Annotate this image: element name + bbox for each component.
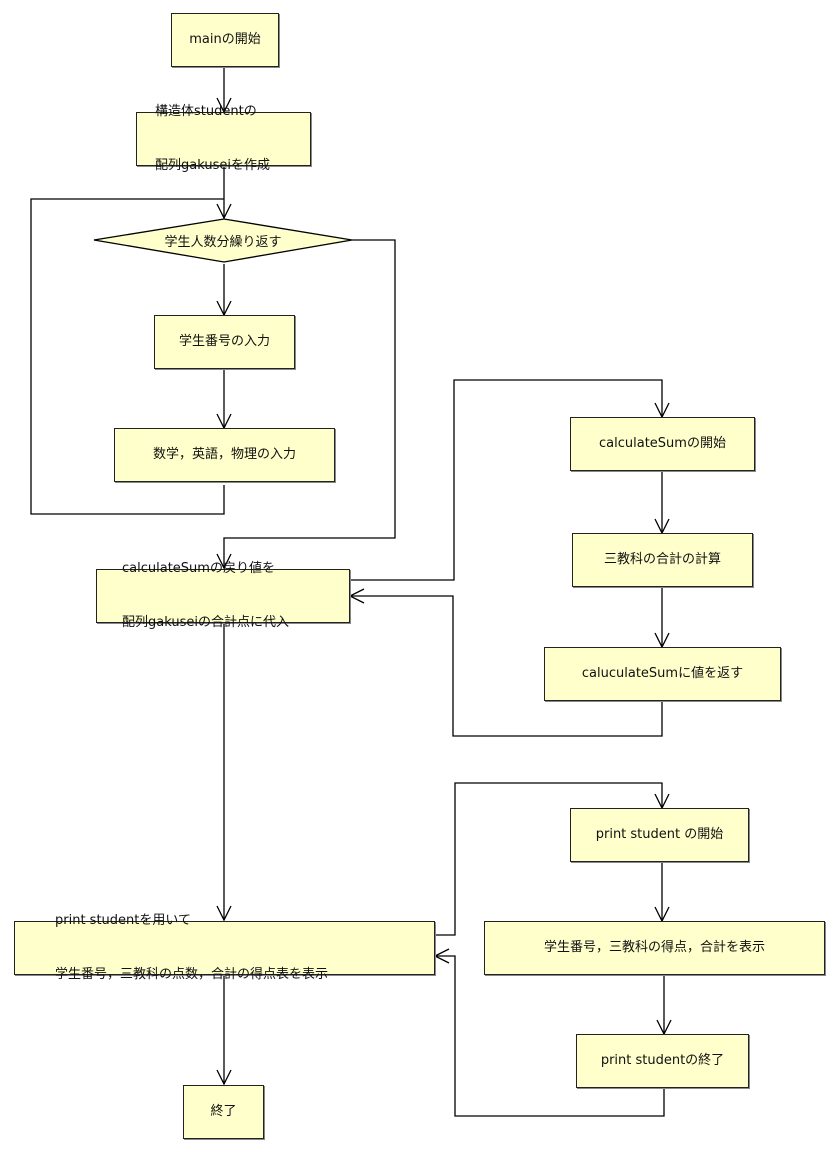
- arrowhead: [216, 203, 232, 220]
- edge-print-return: [435, 955, 665, 1117]
- node-input-id-label: 学生番号の入力: [178, 334, 270, 349]
- node-print-call-line1: print studentを用いて: [55, 913, 191, 928]
- node-create-array: 構造体studentの 配列gakuseiを作成: [136, 104, 311, 173]
- node-print-end: print studentの終了: [576, 1034, 749, 1088]
- arrowhead: [216, 553, 232, 570]
- node-print-start: print student の開始: [570, 808, 749, 862]
- edge-return-to-assign: [350, 595, 663, 737]
- node-main-start: mainの開始: [171, 13, 279, 67]
- node-calc-total-label: 三教科の合計の計算: [603, 552, 721, 567]
- node-calc-start-label: calculateSumの開始: [599, 436, 726, 451]
- node-assign-sum: calculateSumの戻り値を 配列gakuseiの合計点に代入: [96, 561, 350, 630]
- arrowhead: [348, 588, 365, 604]
- node-end-label: 終了: [210, 1104, 237, 1119]
- node-assign-sum-line1: calculateSumの戻り値を: [122, 561, 275, 576]
- node-print-start-label: print student の開始: [595, 827, 724, 842]
- node-print-call: print studentを用いて 学生番号，三教科の点数，合計の得点表を表示: [14, 913, 435, 982]
- node-end: 終了: [183, 1085, 264, 1139]
- node-input-scores-label: 数学，英語，物理の入力: [152, 447, 296, 462]
- node-print-end-label: print studentの終了: [600, 1053, 725, 1068]
- edge-call-print-student: [435, 782, 663, 936]
- arrowhead: [216, 1069, 232, 1086]
- edge-loop-exit: [223, 239, 396, 568]
- node-print-show-label: 学生番号，三教科の得点，合計を表示: [543, 940, 765, 955]
- edge-call-calculate-sum: [350, 379, 663, 581]
- node-calc-return: caluculateSumに値を返す: [544, 647, 781, 701]
- loop-decision-diamond: [93, 218, 353, 263]
- node-print-call-line2: 学生番号，三教科の点数，合計の得点表を表示: [55, 967, 329, 982]
- arrowhead: [216, 905, 232, 922]
- edge-loop-back: [30, 198, 225, 515]
- node-assign-sum-line2: 配列gakuseiの合計点に代入: [122, 615, 289, 630]
- node-create-array-line1: 構造体studentの: [155, 104, 257, 119]
- loop-decision-label: 学生人数分繰り返す: [164, 235, 282, 250]
- node-create-array-line2: 配列gakuseiを作成: [155, 158, 270, 173]
- node-calc-start: calculateSumの開始: [570, 417, 755, 471]
- node-input-scores: 数学，英語，物理の入力: [114, 428, 335, 482]
- arrowhead: [433, 948, 450, 964]
- node-print-show: 学生番号，三教科の得点，合計を表示: [484, 921, 825, 975]
- node-input-id: 学生番号の入力: [154, 315, 295, 369]
- node-main-start-label: mainの開始: [189, 32, 261, 47]
- node-calc-return-label: caluculateSumに値を返す: [581, 666, 744, 681]
- node-calc-total: 三教科の合計の計算: [572, 533, 753, 587]
